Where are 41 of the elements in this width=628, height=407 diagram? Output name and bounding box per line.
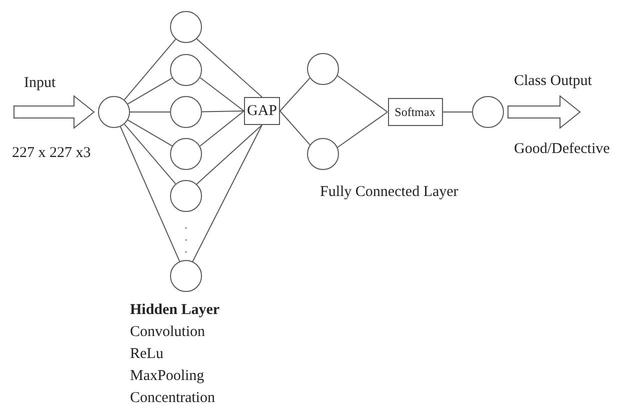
block-arrow: [508, 94, 581, 130]
text-label: Input: [24, 74, 56, 92]
text-label: 227 x 227 x3: [12, 144, 91, 162]
connector-line: [202, 110, 244, 112]
connector-line: [280, 110, 310, 146]
connector-line: [196, 124, 262, 185]
neuron-circle: [170, 96, 202, 128]
neuron-circle: [307, 138, 339, 170]
connector-line: [124, 124, 176, 184]
connector-line: [200, 77, 244, 112]
layer-box: [244, 97, 280, 125]
box-label: GAP: [246, 102, 277, 120]
text-label: Convolution: [130, 323, 206, 341]
connector-line: [120, 126, 180, 262]
connector-line: [337, 75, 388, 112]
text-label: Hidden Layer: [130, 301, 220, 319]
connector-line: [124, 38, 176, 100]
connector-line: [192, 124, 262, 262]
neuron-circle: [170, 54, 202, 86]
connector-line: [199, 110, 244, 147]
text-label: ReLu: [130, 345, 164, 363]
block-arrow: [14, 94, 95, 130]
neuron-circle: [170, 180, 202, 212]
layer-box: [388, 98, 442, 126]
connector-line: [127, 120, 173, 146]
box-label: Softmax: [394, 104, 436, 120]
neuron-circle: [170, 11, 202, 43]
neuron-circle: [307, 53, 339, 85]
text-label: Fully Connected Layer: [320, 183, 458, 201]
neuron-circle: [98, 96, 130, 128]
text-label: Good/Defective: [514, 140, 610, 158]
connector-line: [127, 78, 173, 104]
connector-line: [196, 38, 262, 98]
neuron-circle: [472, 96, 504, 128]
neuron-circle: [170, 260, 202, 292]
connector-line: [337, 112, 388, 148]
text-label: Class Output: [514, 72, 592, 90]
connector-line: [280, 78, 310, 112]
neuron-circle: [170, 138, 202, 170]
text-label: Concentration: [130, 389, 215, 407]
text-label: MaxPooling: [130, 367, 204, 385]
